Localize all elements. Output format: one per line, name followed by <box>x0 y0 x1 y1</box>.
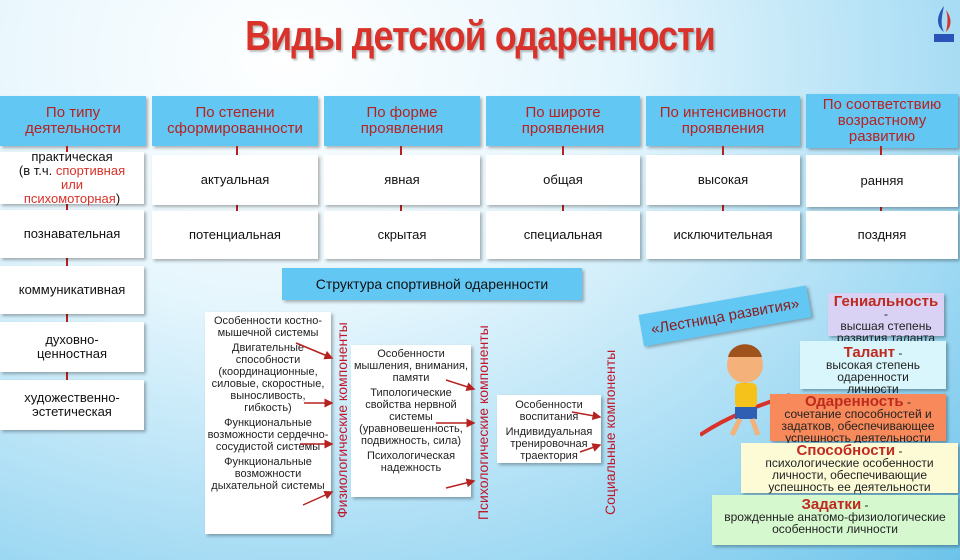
social-item: Особенности воспитания <box>515 399 583 423</box>
step-desc: психологические особенности личности, об… <box>765 456 934 494</box>
item-special: специальная <box>486 211 640 259</box>
header-form: По форме проявления <box>324 96 480 146</box>
social-box: Особенности воспитания Индивидуальная тр… <box>497 395 601 463</box>
step-term: Гениальность <box>833 293 939 310</box>
arrow <box>295 342 334 360</box>
header-breadth: По широте проявления <box>486 96 640 146</box>
item-hidden: скрытая <box>324 211 480 259</box>
item-potential: потенциальная <box>152 211 318 259</box>
social-item: Индивидуальная тренировочная траектория <box>505 426 593 462</box>
note-psycho: психомоторная <box>23 191 116 206</box>
step-term: Задатки <box>801 496 862 513</box>
item-explicit: явная <box>324 155 480 205</box>
step-term: Талант <box>843 344 896 361</box>
item-late: поздняя <box>806 211 958 259</box>
note-sport: спортивная <box>55 163 126 178</box>
item-cognitive: познавательная <box>0 210 144 258</box>
step-dash: - <box>895 444 903 458</box>
header-activity-type: По типу деятельности <box>0 96 146 146</box>
psych-item: Типологические свойства нервной системы … <box>359 387 463 447</box>
physio-item: Двигательные способности (координационны… <box>211 342 325 414</box>
item-spiritual: духовно-ценностная <box>0 322 144 372</box>
note-or: или <box>60 177 84 192</box>
step-dash: - <box>895 346 903 360</box>
item-general: общая <box>486 155 640 205</box>
step-term: Способности <box>796 442 896 459</box>
item-note-2: психомоторная) <box>24 192 120 206</box>
physio-item: Особенности костно-мышечной системы <box>213 315 323 339</box>
item-label: практическая <box>31 149 113 164</box>
arrow <box>445 478 476 489</box>
item-high: высокая <box>646 155 800 205</box>
arrow <box>445 379 476 391</box>
arrow <box>302 490 334 506</box>
note-close: ) <box>115 191 121 206</box>
item-aesthetic: художественно-эстетическая <box>0 380 144 430</box>
slide-title: Виды детской одаренности <box>245 12 715 59</box>
header-age: По соответствию возрастному развитию <box>806 94 958 148</box>
logo-icon <box>934 6 954 42</box>
item-exceptional: исключительная <box>646 211 800 259</box>
header-intensity: По интенсивности проявления <box>646 96 800 146</box>
item-actual: актуальная <box>152 155 318 205</box>
ladder-step-giftedness: Одаренность -сочетание способностей и за… <box>770 393 946 444</box>
physio-item: Функциональные возможности дыхательной с… <box>211 456 325 492</box>
arrow <box>571 411 602 421</box>
ladder-step-abilities: Способности -психологические особенности… <box>741 443 958 493</box>
ladder-step-genius: Гениальность -высшая степень развития та… <box>828 293 944 344</box>
structure-title: Структура спортивной одаренности <box>282 268 582 300</box>
step-desc: высокая степень одаренности личности <box>826 358 920 396</box>
item-practical: практическая (в т.ч. спортивная или псих… <box>0 149 144 206</box>
physio-box: Особенности костно-мышечной системы Двиг… <box>205 312 331 534</box>
psych-box: Особенности мышления, внимания, памяти Т… <box>351 345 471 497</box>
step-dash: - <box>903 395 911 409</box>
step-desc: сочетание способностей и задатков, обесп… <box>781 407 935 445</box>
step-term: Одаренность <box>804 393 904 410</box>
psych-item: Психологическая надежность <box>366 450 456 474</box>
psych-item: Особенности мышления, внимания, памяти <box>353 348 469 384</box>
ladder-step-inclinations: Задатки -врожденные анатомо-физиологичес… <box>712 495 958 545</box>
header-formation-degree: По степени сформированности <box>152 96 318 146</box>
physio-item: Функциональные возможности сердечно-сосу… <box>207 417 329 453</box>
ladder-step-talent: Талант -высокая степень одаренности личн… <box>800 341 946 395</box>
arrow <box>579 443 602 453</box>
item-note: (в т.ч. спортивная <box>19 164 125 178</box>
item-early: ранняя <box>806 155 958 207</box>
note-open: (в т.ч. <box>18 163 56 178</box>
step-dash: - <box>884 307 888 321</box>
step-dash: - <box>861 498 869 512</box>
step-desc: врожденные анатомо-физиологические особе… <box>724 510 946 536</box>
item-communicative: коммуникативная <box>0 266 144 314</box>
